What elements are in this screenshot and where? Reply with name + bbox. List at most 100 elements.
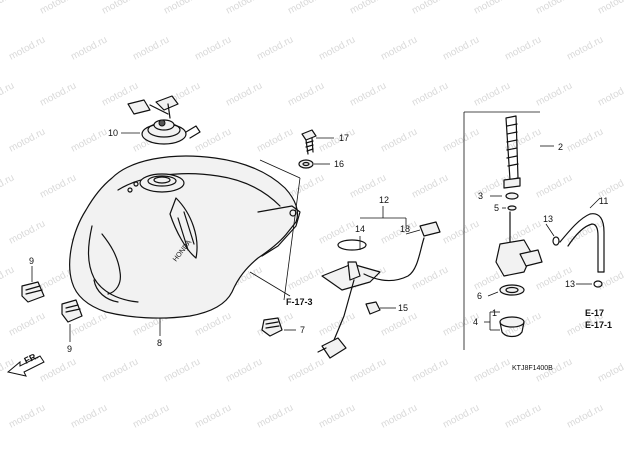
watermark-text: motod.ru (255, 126, 295, 154)
watermark-text: motod.ru (317, 218, 357, 246)
watermark-text: motod.ru (441, 126, 481, 154)
callout-6: 6 (477, 291, 482, 301)
watermark-text: motod.ru (534, 172, 574, 200)
watermark-text: motod.ru (286, 0, 326, 17)
callout-16: 16 (334, 159, 344, 169)
watermark-text: motod.ru (286, 264, 326, 292)
watermark-text: motod.ru (441, 402, 481, 430)
watermark-text: motod.ru (565, 34, 605, 62)
watermark-text: motod.ru (7, 218, 47, 246)
references: F-17-3 E-17 E-17-1 KTJ8F1400B (286, 297, 612, 372)
watermark-text: motod.ru (565, 402, 605, 430)
watermark-text: motod.ru (193, 402, 233, 430)
watermark-text: motod.ru (100, 356, 140, 384)
callout-9a: 9 (29, 256, 34, 266)
watermark-text: motod.ru (286, 356, 326, 384)
watermark-text: motod.ru (69, 34, 109, 62)
watermark-text: motod.ru (162, 0, 202, 17)
watermark-text: motod.ru (379, 126, 419, 154)
callout-11: 11 (599, 196, 608, 206)
watermark-text: motod.ru (472, 0, 512, 17)
watermark-text: motod.ru (193, 310, 233, 338)
ref-e-17-1: E-17-1 (585, 320, 612, 330)
watermark-text: motod.ru (255, 402, 295, 430)
watermark-text: motod.ru (7, 34, 47, 62)
watermark-text: motod.ru (410, 264, 450, 292)
callout-5: 5 (494, 203, 499, 213)
watermark-text: motod.ru (162, 356, 202, 384)
watermark-text: motod.ru (100, 0, 140, 17)
watermark-text: motod.ru (7, 126, 47, 154)
watermark-text: motod.ru (410, 356, 450, 384)
fuel-pump-unit (317, 221, 441, 359)
callout-17: 17 (339, 133, 349, 143)
callout-9b: 9 (67, 344, 72, 354)
watermark-text: motod.ru (317, 34, 357, 62)
watermark-text: motod.ru (0, 0, 16, 17)
watermark-text: motod.ru (7, 402, 47, 430)
diagram-code: KTJ8F1400B (512, 365, 553, 372)
watermark-text: motod.ru (38, 172, 78, 200)
callout-7: 7 (300, 325, 305, 335)
ref-f-17-3: F-17-3 (286, 297, 313, 307)
watermark-text: motod.ru (0, 172, 16, 200)
watermark-text: motod.ru (596, 0, 625, 17)
watermark-text: motod.ru (348, 356, 388, 384)
watermark-text: motod.ru (286, 80, 326, 108)
watermark-text: motod.ru (534, 80, 574, 108)
front-direction-arrow: FR. (6, 350, 45, 377)
watermark-text: motod.ru (534, 0, 574, 17)
rubber-mounts (21, 281, 283, 337)
watermark-text: motod.ru (596, 356, 625, 384)
watermark-text: motod.ru (410, 80, 450, 108)
watermark-text: motod.ru (348, 80, 388, 108)
callout-18: 18 (400, 224, 410, 234)
watermark-text: motod.ru (379, 310, 419, 338)
callout-13b: 13 (565, 279, 575, 289)
watermark-text: motod.ru (565, 126, 605, 154)
watermark-text: motod.ru (224, 356, 264, 384)
callout-10: 10 (108, 128, 118, 138)
watermark-text: motod.ru (193, 34, 233, 62)
watermark-text: motod.ru (379, 34, 419, 62)
watermark-text: motod.ru (472, 80, 512, 108)
ref-e-17: E-17 (585, 308, 604, 318)
callout-13a: 13 (543, 214, 553, 224)
watermark-text: motod.ru (503, 126, 543, 154)
callout-1: 1 (492, 308, 497, 318)
watermark-text: motod.ru (224, 80, 264, 108)
watermark-text: motod.ru (224, 0, 264, 17)
watermark-text: motod.ru (348, 0, 388, 17)
watermark-text: motod.ru (565, 218, 605, 246)
watermark-text: motod.ru (317, 126, 357, 154)
watermark-text: motod.ru (472, 356, 512, 384)
fuel-cap-with-keys (127, 95, 201, 145)
watermark-text: motod.ru (0, 80, 16, 108)
watermark-text: motod.ru (131, 402, 171, 430)
watermark-text: motod.ru (596, 264, 625, 292)
fuel-hose (552, 213, 605, 288)
watermark-text: motod.ru (38, 80, 78, 108)
watermark-text: motod.ru (410, 0, 450, 17)
fuel-valve-assembly (495, 115, 543, 338)
callout-8: 8 (157, 338, 162, 348)
fuel-tank: HONDA (69, 155, 301, 319)
watermark-text: motod.ru (596, 80, 625, 108)
watermark-text: motod.ru (69, 126, 109, 154)
watermark-text: motod.ru (441, 218, 481, 246)
callouts: 10 17 16 9 9 8 7 12 14 18 15 2 3 5 6 4 1… (29, 128, 608, 354)
watermark-text: motod.ru (0, 264, 16, 292)
watermark-text: motod.ru (317, 310, 357, 338)
watermark-text: motod.ru (131, 34, 171, 62)
callout-12: 12 (379, 195, 389, 205)
leader-lines (31, 111, 601, 350)
callout-3: 3 (478, 191, 483, 201)
callout-4: 4 (473, 317, 478, 327)
watermark-text: motod.ru (69, 402, 109, 430)
watermark-text: motod.ru (379, 402, 419, 430)
callout-14: 14 (355, 224, 365, 234)
watermark-text: motod.ru (255, 34, 295, 62)
watermark-text: motod.ru (410, 172, 450, 200)
watermark-text: motod.ru (503, 402, 543, 430)
